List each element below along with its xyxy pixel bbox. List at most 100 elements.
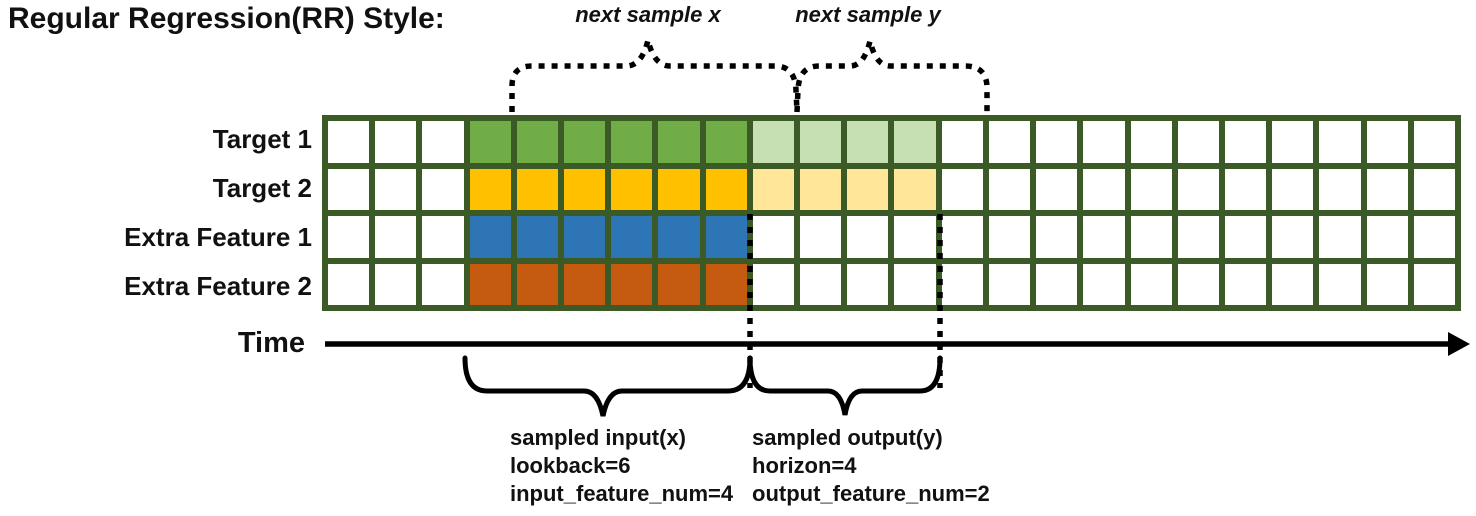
diagram-title: Regular Regression(RR) Style:	[8, 2, 445, 35]
grid-cell	[752, 216, 795, 258]
grid-cell	[1036, 121, 1078, 163]
grid-cell	[800, 263, 842, 305]
grid-cell	[1036, 168, 1078, 210]
sampled-output-brace-icon	[747, 355, 943, 416]
grid-cell	[1083, 216, 1125, 258]
feature-grid	[322, 115, 1461, 311]
row-label: Target 1	[212, 124, 312, 154]
grid-cell	[658, 121, 700, 163]
grid-cell	[1272, 263, 1314, 305]
grid-cell	[328, 263, 370, 305]
next-sample-x-brace-icon	[509, 39, 800, 113]
grid-cell	[1413, 168, 1455, 210]
grid-cell	[705, 263, 747, 305]
sampled-output-caption: sampled output(y) horizon=4 output_featu…	[752, 424, 990, 508]
grid-cell	[469, 168, 511, 210]
grid-cell	[894, 121, 936, 163]
grid-cell	[1130, 216, 1172, 258]
grid-cell	[516, 168, 559, 210]
grid-cell	[1177, 121, 1219, 163]
grid-cell	[1319, 263, 1361, 305]
grid-cell	[328, 168, 370, 210]
grid-cell	[375, 121, 417, 163]
grid-cell	[800, 121, 842, 163]
row-label: Target 2	[212, 173, 312, 203]
grid-cell	[375, 216, 417, 258]
grid-cell	[847, 263, 889, 305]
grid-cell	[1083, 121, 1125, 163]
grid-cell	[658, 216, 700, 258]
grid-cell	[564, 168, 606, 210]
grid-cell	[564, 216, 606, 258]
grid-cell	[564, 121, 606, 163]
grid-cell	[1224, 216, 1267, 258]
grid-cell	[1272, 168, 1314, 210]
grid-cell	[941, 216, 983, 258]
grid-cell	[894, 216, 936, 258]
time-arrow-head-icon	[1448, 332, 1470, 356]
grid-cell	[988, 168, 1031, 210]
grid-cell	[1224, 121, 1267, 163]
row-label: Extra Feature 2	[124, 271, 312, 301]
grid-cell	[847, 216, 889, 258]
grid-cell	[705, 121, 747, 163]
grid-cell	[1036, 216, 1078, 258]
grid-cell	[658, 263, 700, 305]
grid-cell	[1083, 263, 1125, 305]
grid-cell	[516, 121, 559, 163]
grid-cell	[988, 121, 1031, 163]
grid-cell	[422, 216, 464, 258]
grid-cell	[705, 216, 747, 258]
grid-cell	[800, 168, 842, 210]
grid-cell	[1366, 168, 1408, 210]
grid-cell	[1130, 121, 1172, 163]
grid-cell	[941, 121, 983, 163]
grid-cell	[847, 168, 889, 210]
grid-cell	[752, 121, 795, 163]
grid-cell	[611, 263, 653, 305]
grid-cell	[1130, 263, 1172, 305]
grid-cell	[847, 121, 889, 163]
grid-cell	[988, 216, 1031, 258]
time-axis-label: Time	[237, 327, 305, 359]
grid-cell	[1130, 168, 1172, 210]
horizon-line: horizon=4	[752, 453, 857, 478]
grid-cell	[752, 168, 795, 210]
grid-cell	[375, 168, 417, 210]
grid-cell	[469, 216, 511, 258]
grid-cell	[564, 263, 606, 305]
grid-cell	[611, 121, 653, 163]
row-label: Extra Feature 1	[124, 222, 312, 252]
grid-cell	[988, 263, 1031, 305]
grid-cell	[1366, 263, 1408, 305]
grid-cell	[1413, 216, 1455, 258]
grid-cell	[705, 168, 747, 210]
sampled-output-line: sampled output(y)	[752, 425, 943, 450]
sampled-input-line: sampled input(x)	[510, 425, 687, 450]
grid-cell	[1413, 263, 1455, 305]
grid-cell	[516, 263, 559, 305]
row-labels: Target 1 Target 2 Extra Feature 1 Extra Fea…	[0, 115, 312, 311]
grid-cell	[894, 168, 936, 210]
grid-cell	[941, 168, 983, 210]
grid-cell	[1366, 216, 1408, 258]
grid-cell	[422, 121, 464, 163]
grid-cell	[422, 263, 464, 305]
grid-cell	[611, 168, 653, 210]
grid-cell	[328, 121, 370, 163]
grid-cell	[611, 216, 653, 258]
grid-cell	[894, 263, 936, 305]
grid-cell	[658, 168, 700, 210]
grid-cell	[1177, 168, 1219, 210]
grid-cell	[1413, 121, 1455, 163]
next-sample-x-label: next sample x	[575, 2, 721, 27]
grid-cell	[1224, 168, 1267, 210]
grid-cell	[1319, 216, 1361, 258]
next-sample-y-brace-icon	[794, 40, 990, 113]
grid-cell	[469, 121, 511, 163]
grid-cell	[1272, 121, 1314, 163]
grid-cell	[375, 263, 417, 305]
grid-cell	[1036, 263, 1078, 305]
grid-cell	[516, 216, 559, 258]
